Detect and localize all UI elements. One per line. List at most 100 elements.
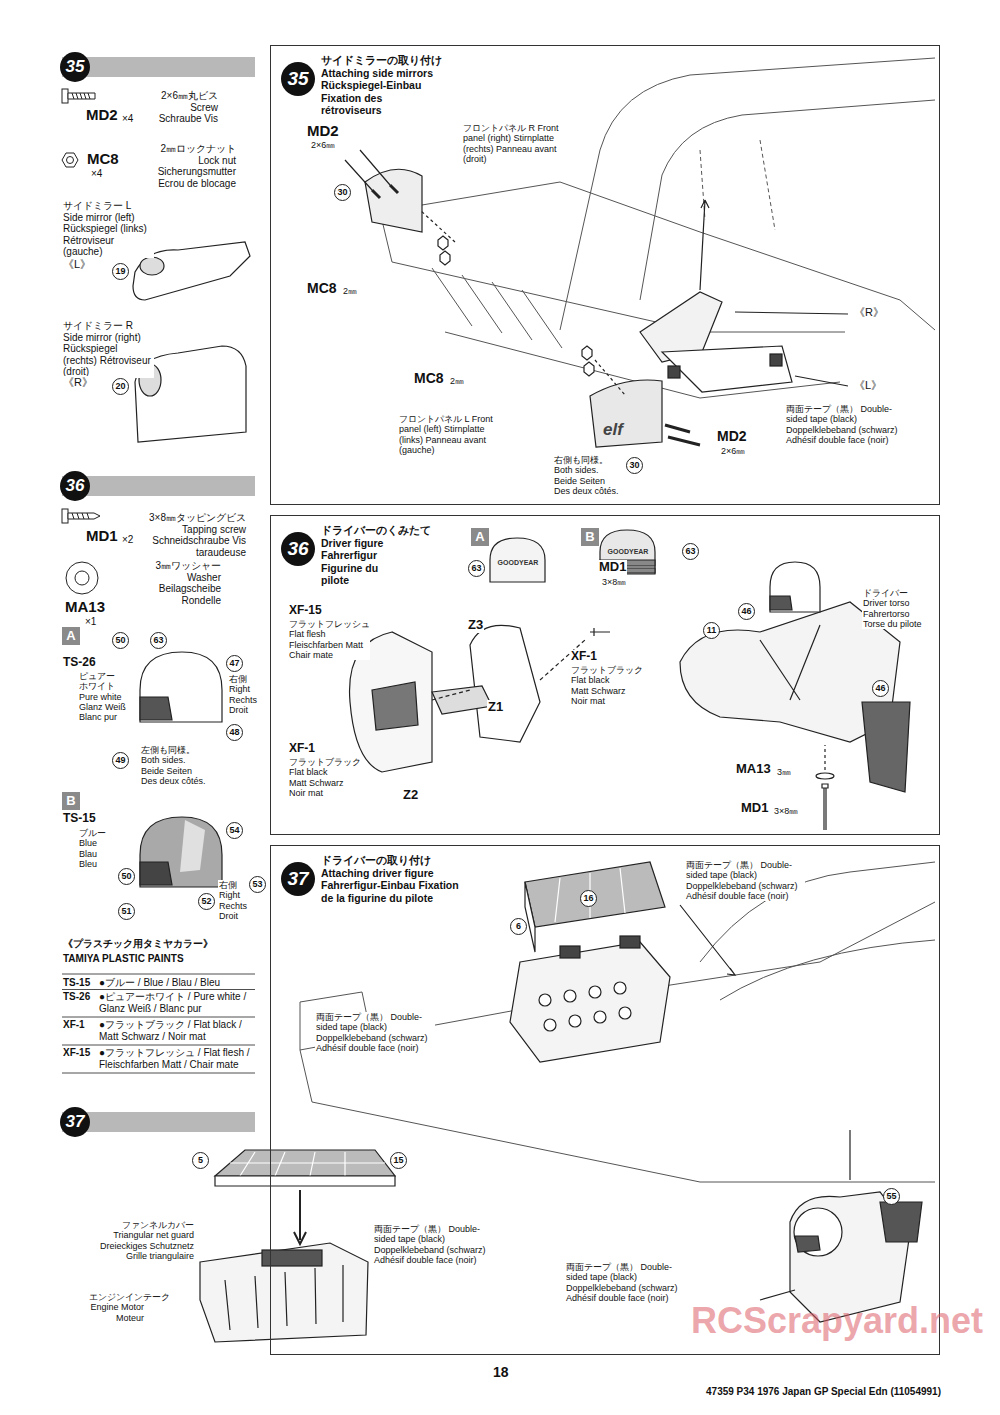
helmet: [140, 862, 172, 885]
part-description: サイドミラー L Side mirror (left) Rückspiegel …: [62, 200, 154, 258]
driver-figure: [795, 1236, 820, 1252]
callout-number: 53: [249, 876, 266, 893]
part-code: MD1: [85, 527, 119, 544]
driver-figure: [760, 1130, 922, 1322]
part-description: ●フラットブラック / Flat black / Matt Schwarz / …: [98, 1019, 257, 1042]
engine-intake: [200, 1243, 368, 1342]
callout-number: 46: [738, 603, 755, 620]
helmet-logo: GOODYEAR: [602, 548, 654, 556]
engine-intake: [564, 990, 576, 1002]
side-mirror: [735, 312, 848, 386]
callout-number: 50: [112, 632, 129, 649]
part-description: ●ピュアーホワイト / Pure white / Glanz Weiß / Bl…: [98, 991, 257, 1014]
part-description: 2㎜: [342, 286, 358, 296]
part-description: フラットフレッシュ Flat flesh Fleischfarben Matt …: [288, 619, 370, 660]
part-code: MC8: [413, 370, 445, 386]
part-description: ×4: [121, 113, 134, 125]
side-mirror: [140, 257, 164, 275]
driver-figure: [816, 773, 834, 779]
part-description: 2×6㎜: [310, 140, 336, 150]
step-number: 35: [60, 52, 90, 82]
part-code: Z2: [402, 788, 419, 803]
engine-intake: [544, 1019, 556, 1031]
step-header: 37: [62, 1112, 255, 1132]
variant-letter: B: [66, 793, 75, 808]
car-nose: [560, 58, 935, 330]
part-code: XF-1: [62, 1019, 86, 1031]
helmet: [432, 640, 585, 700]
part-code: MD1: [598, 560, 627, 575]
engine-intake: [525, 882, 535, 952]
driver-figure: [770, 596, 792, 610]
part-code: MA13: [64, 598, 106, 615]
engine-intake: [594, 1011, 606, 1023]
front-panel: [345, 150, 390, 190]
callout-number: 63: [682, 543, 699, 560]
helmet: [140, 652, 222, 722]
engine-intake: [555, 868, 625, 922]
engine-intake: [230, 1152, 385, 1176]
callout-number: 63: [468, 560, 485, 577]
part-description: 3×8㎜タッピングビス Tapping screw Schneidschraub…: [145, 512, 247, 558]
callout-number: 63: [150, 632, 167, 649]
helmet: [490, 538, 545, 582]
driver-figure: [760, 625, 820, 700]
front-panel: [345, 150, 700, 447]
part-description: 3×8㎜: [773, 806, 799, 816]
part-description: 右側も同様。 Both sides. Beide Seiten Des deux…: [553, 455, 623, 496]
parts-icons: [72, 93, 90, 99]
callout-number: 6: [510, 918, 527, 935]
car-body: [300, 862, 935, 1182]
part-description: 2㎜: [449, 376, 465, 386]
part-code: XF-15: [288, 604, 323, 618]
variant-box: A: [471, 528, 489, 546]
callout-number: 50: [118, 868, 135, 885]
part-code: 《プラスチック用タミヤカラー》: [62, 938, 214, 950]
driver-figure: [880, 1202, 922, 1242]
step-title: ドライバーのくみたて Driver figure Fahrerfigur Fig…: [321, 524, 407, 587]
callout-number: 15: [390, 1152, 407, 1169]
parts-icons: [72, 513, 89, 519]
callout-number: 49: [112, 752, 129, 769]
parts-icons: [62, 153, 78, 167]
front-panel: [590, 380, 662, 447]
engine-intake: [569, 1015, 581, 1027]
step-number: 36: [60, 471, 90, 501]
part-code: TS-15: [62, 977, 91, 989]
callout-number: 5: [192, 1152, 209, 1169]
part-description: ×4: [90, 168, 103, 180]
car-nose: [700, 140, 775, 230]
callout-number: 54: [226, 822, 243, 839]
side-mirror: [662, 346, 792, 392]
part-description: 両面テープ（黒） Double-sided tape (black) Doppe…: [565, 1262, 685, 1303]
part-description: 3㎜ワッシャー Washer Beilagscheibe Rondelle: [145, 560, 222, 606]
step-number: 37: [281, 862, 315, 896]
front-panel: [372, 185, 398, 198]
callout-number: 30: [626, 457, 643, 474]
part-code: MC8: [86, 150, 120, 167]
helmet: [140, 697, 172, 720]
part-description: エンジンインテーク Engine Motor Moteur: [88, 1292, 145, 1323]
callout-number: 46: [872, 680, 889, 697]
part-description: 2×6㎜: [720, 446, 746, 456]
helmet-logo: GOODYEAR: [492, 559, 544, 567]
driver-figure: [824, 745, 825, 770]
parts-icons: [68, 93, 95, 99]
front-panel: [582, 346, 594, 376]
part-description: 右側 Right Rechts Droit: [218, 880, 250, 921]
part-description: 3㎜: [776, 767, 792, 777]
car-body: [720, 940, 935, 1000]
part-description: ●フラットフレッシュ / Flat flesh / Fleischfarben …: [98, 1047, 257, 1070]
part-description: ファンネルカバー Triangular net guard Dreieckige…: [88, 1220, 195, 1261]
engine-intake: [589, 986, 601, 998]
part-description: 《L》: [853, 379, 883, 392]
front-panel: [438, 236, 450, 265]
callout-number: 51: [118, 903, 135, 920]
variant-box: B: [62, 792, 80, 810]
callout-number: 11: [703, 622, 720, 639]
part-description: フロントパネル L Front panel (left) Stirnplatte…: [398, 414, 496, 455]
parts-icons: [62, 89, 68, 103]
part-code: MD2: [306, 122, 340, 139]
part-description: 3×8㎜: [601, 577, 627, 587]
variant-letter: B: [585, 529, 594, 544]
